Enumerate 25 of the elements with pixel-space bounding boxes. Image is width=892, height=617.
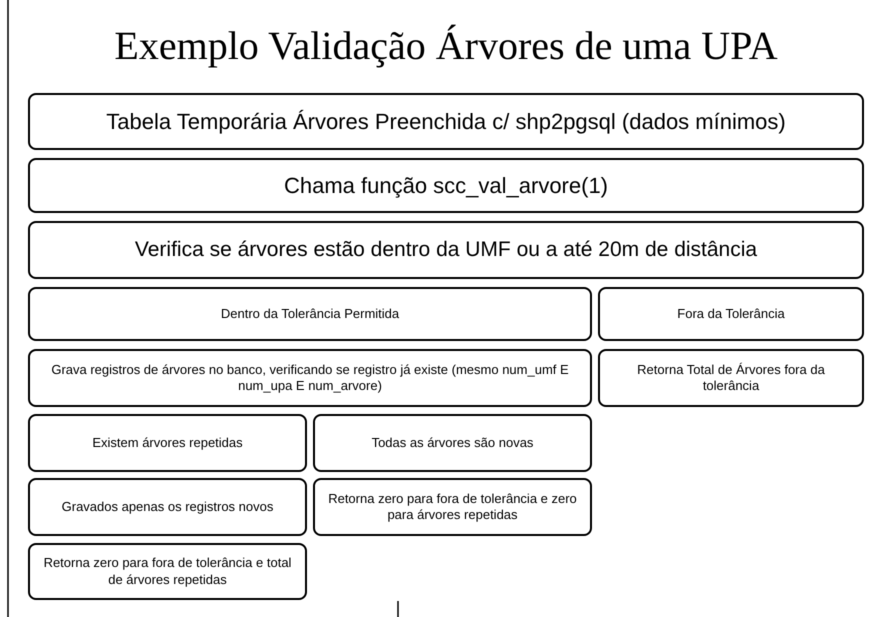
box-text: Fora da Tolerância <box>677 306 785 322</box>
box-text: Retorna Total de Árvores fora da tolerância <box>636 362 826 394</box>
process-box <box>28 93 864 150</box>
process-box <box>28 349 592 407</box>
process-box <box>28 543 307 600</box>
box-text: Verifica se árvores estão dentro da UMF ou a até 20m de distância <box>134 236 758 263</box>
box-text: Tabela Temporária Árvores Preenchida c/ shp2pgsql (dados mínimos) <box>106 108 786 136</box>
process-box <box>313 478 592 536</box>
box-text: Dentro da Tolerância Permitida <box>220 306 400 322</box>
process-box <box>28 221 864 279</box>
box-text: Grava registros de árvores no banco, verificando se registro já existe (mesmo num_umf E num_upa E num_arvore) <box>50 362 570 394</box>
process-box <box>28 287 592 341</box>
box-text: Todas as árvores são novas <box>372 434 534 452</box>
process-box <box>28 414 307 472</box>
process-box <box>598 349 864 407</box>
process-box <box>28 478 307 536</box>
box-text: Chama função scc_val_arvore(1) <box>284 172 608 200</box>
box-text: Existem árvores repetidas <box>92 434 243 452</box>
process-box <box>313 414 592 472</box>
diagram-title: Exemplo Validação Árvores de uma UPA <box>113 22 779 70</box>
box-text: Gravados apenas os registros novos <box>62 498 274 516</box>
box-text: Retorna zero para fora de tolerância e total de árvores repetidas <box>42 555 292 588</box>
process-box <box>598 287 864 341</box>
process-box <box>28 158 864 213</box>
box-text: Retorna zero para fora de tolerância e zero para árvores repetidas <box>327 490 578 524</box>
